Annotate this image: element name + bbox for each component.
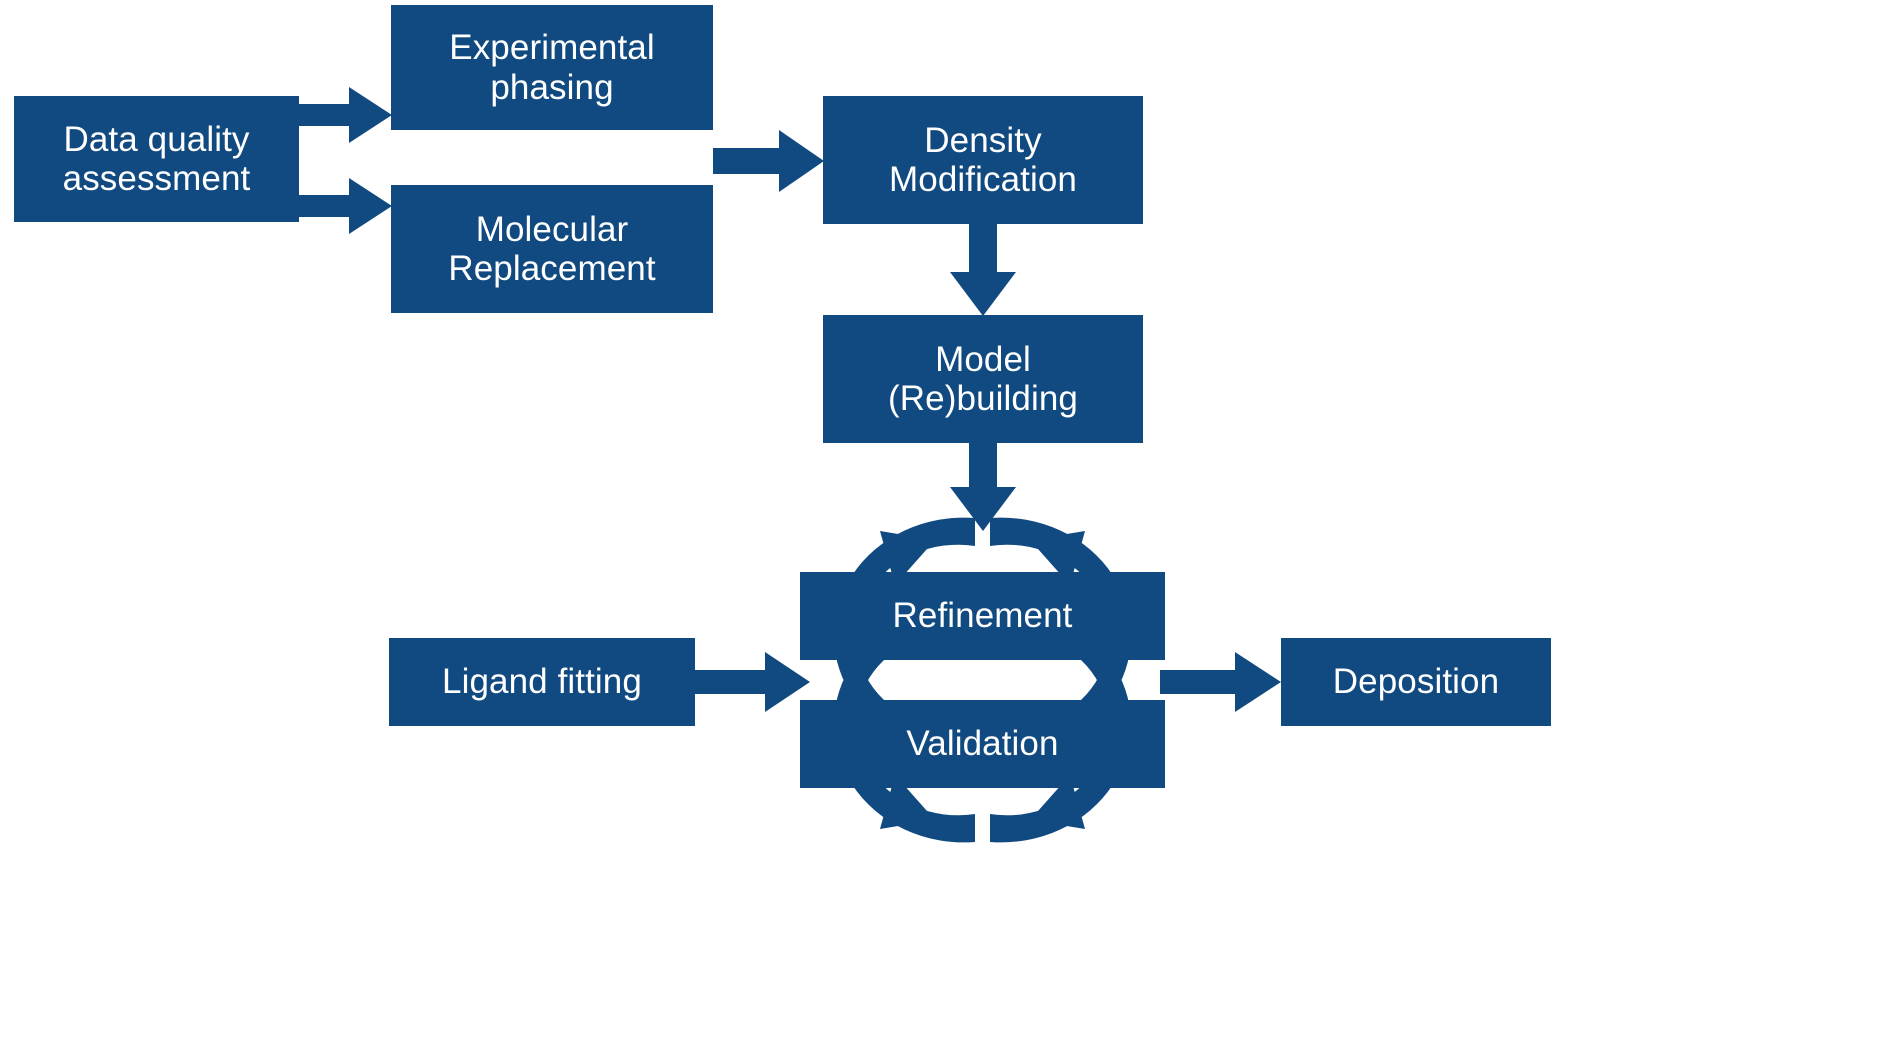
arrow-phasing-to-density-modification xyxy=(713,130,824,192)
arrow-density-modification-to-model-rebuilding xyxy=(950,224,1016,316)
node-ligand-fitting[interactable]: Ligand fitting xyxy=(389,638,695,726)
node-label: Refinement xyxy=(892,596,1073,636)
node-label: Data quality assessment xyxy=(62,119,251,198)
node-model-rebuilding[interactable]: Model (Re)building xyxy=(823,315,1143,443)
node-data-quality-assessment[interactable]: Data quality assessment xyxy=(14,96,299,222)
node-label: Model (Re)building xyxy=(888,339,1078,418)
node-label: Molecular Replacement xyxy=(448,209,656,288)
arrow-ligand-fitting-to-refinement xyxy=(695,652,810,712)
node-refinement[interactable]: Refinement xyxy=(800,572,1165,660)
arrow-validation-to-deposition xyxy=(1160,652,1281,712)
arrow-data-quality-to-molecular-replacement xyxy=(299,178,392,234)
node-experimental-phasing[interactable]: Experimental phasing xyxy=(391,5,713,130)
arrow-model-rebuilding-to-refinement xyxy=(950,443,1016,531)
node-label: Experimental phasing xyxy=(449,28,655,107)
node-density-modification[interactable]: Density Modification xyxy=(823,96,1143,224)
node-label: Ligand fitting xyxy=(442,662,642,702)
node-deposition[interactable]: Deposition xyxy=(1281,638,1551,726)
node-label: Density Modification xyxy=(889,120,1077,199)
node-label: Validation xyxy=(906,724,1059,764)
arrow-data-quality-to-experimental-phasing xyxy=(299,87,392,143)
node-molecular-replacement[interactable]: Molecular Replacement xyxy=(391,185,713,313)
node-validation[interactable]: Validation xyxy=(800,700,1165,788)
node-label: Deposition xyxy=(1332,662,1500,702)
